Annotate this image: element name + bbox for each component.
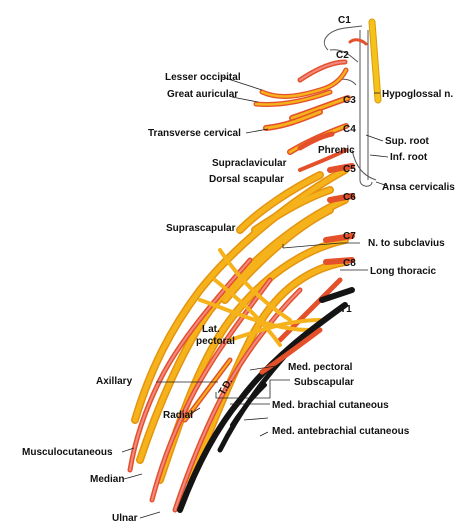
label-c2: C2 bbox=[336, 50, 349, 61]
label-lesser-occipital: Lesser occipital bbox=[165, 72, 241, 83]
label-sup-root: Sup. root bbox=[385, 136, 430, 147]
root-stubs bbox=[319, 163, 355, 303]
label-median: Median bbox=[90, 474, 124, 485]
label-musculocutaneous: Musculocutaneous bbox=[22, 447, 113, 458]
label-lat-pectoral-line1: Lat. bbox=[202, 324, 220, 335]
label-c1: C1 bbox=[338, 15, 351, 26]
label-ulnar: Ulnar bbox=[112, 513, 138, 524]
label-c5: C5 bbox=[343, 164, 356, 175]
brachial-plexus-nerves bbox=[127, 166, 349, 513]
label-c8: C8 bbox=[343, 258, 356, 269]
cervical-plexus-nerves bbox=[253, 38, 368, 172]
label-n-to-subclavius: N. to subclavius bbox=[368, 238, 445, 249]
label-med-antebrachial-cutaneous: Med. antebrachial cutaneous bbox=[272, 426, 410, 437]
label-subscapular: Subscapular bbox=[294, 377, 354, 388]
label-dorsal-scapular: Dorsal scapular bbox=[209, 174, 284, 185]
label-long-thoracic: Long thoracic bbox=[370, 266, 437, 277]
label-great-auricular: Great auricular bbox=[167, 89, 238, 100]
label-transverse-cervical: Transverse cervical bbox=[148, 128, 241, 139]
label-med-brachial-cutaneous: Med. brachial cutaneous bbox=[272, 400, 389, 411]
label-t1: T1 bbox=[340, 304, 352, 315]
label-ansa-cervicalis: Ansa cervicalis bbox=[382, 182, 455, 193]
label-med-pectoral: Med. pectoral bbox=[288, 362, 353, 373]
label-c6: C6 bbox=[343, 192, 356, 203]
label-axillary: Axillary bbox=[96, 376, 133, 387]
label-hypoglossal: Hypoglossal n. bbox=[382, 89, 453, 100]
label-inf-root: Inf. root bbox=[390, 152, 428, 163]
label-c3: C3 bbox=[343, 95, 356, 106]
label-radial: Radial bbox=[163, 410, 193, 421]
label-phrenic: Phrenic bbox=[318, 145, 355, 156]
leader-lines bbox=[156, 76, 389, 437]
label-c7: C7 bbox=[343, 231, 356, 242]
labels: C1 C2 C3 C4 C5 C6 C7 C8 T1 Lesser occipi… bbox=[22, 15, 455, 524]
spinal-column-outline bbox=[323, 25, 377, 187]
hypoglossal-nerve bbox=[368, 18, 382, 104]
label-lat-pectoral-line2: pectoral bbox=[196, 336, 235, 347]
label-suprascapular: Suprascapular bbox=[166, 223, 236, 234]
label-supraclavicular: Supraclavicular bbox=[212, 158, 287, 169]
label-c4: C4 bbox=[343, 124, 356, 135]
leader-lines-lower bbox=[121, 407, 201, 519]
